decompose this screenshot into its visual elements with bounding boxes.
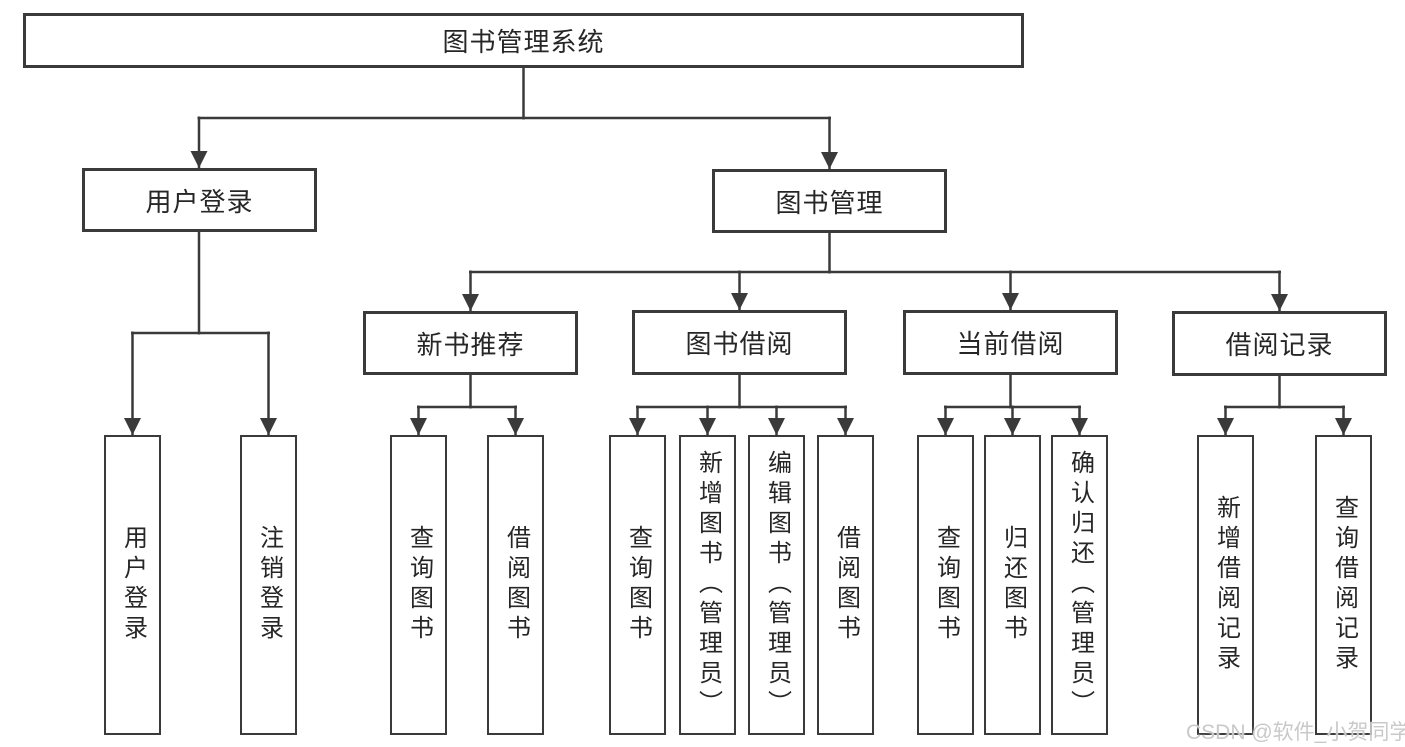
node-borrow-records-label: 借阅记录 — [1225, 330, 1334, 360]
leaf-logout-label: 注销登录 — [255, 525, 283, 645]
leaf-user-login-label: 用户登录 — [119, 525, 147, 645]
node-root-label: 图书管理系统 — [442, 27, 605, 57]
leaf-edit-book-admin-label: 编辑图书（管理员） — [763, 450, 791, 720]
leaf-add-borrow-record-label: 新增借阅记录 — [1212, 495, 1240, 675]
leaf-query-book-2-label: 查询图书 — [624, 525, 652, 645]
watermark: CSDN @软件_小贺同学 — [1186, 721, 1405, 744]
node-new-book-recommend-label: 新书推荐 — [416, 329, 525, 360]
node-current-borrow: 当前借阅 — [903, 310, 1118, 375]
leaf-edit-book-admin: 编辑图书（管理员） — [748, 435, 805, 735]
leaf-query-borrow-record-label: 查询借阅记录 — [1330, 495, 1358, 675]
leaf-borrow-book-1-label: 借阅图书 — [502, 525, 530, 645]
node-book-borrow: 图书借阅 — [632, 310, 847, 375]
leaf-query-book-1: 查询图书 — [390, 435, 447, 735]
node-new-book-recommend: 新书推荐 — [363, 311, 578, 375]
leaf-query-borrow-record: 查询借阅记录 — [1315, 435, 1372, 735]
leaf-add-book-admin: 新增图书（管理员） — [679, 435, 736, 735]
node-book-borrow-label: 图书借阅 — [685, 329, 794, 359]
leaf-query-book-3: 查询图书 — [917, 435, 974, 735]
leaf-borrow-book-2: 借阅图书 — [817, 435, 874, 735]
leaf-query-book-3-label: 查询图书 — [932, 525, 960, 645]
leaf-return-book: 归还图书 — [984, 435, 1041, 735]
leaf-borrow-book-2-label: 借阅图书 — [832, 525, 860, 645]
leaf-query-book-1-label: 查询图书 — [405, 525, 433, 645]
leaf-borrow-book-1: 借阅图书 — [487, 435, 544, 735]
node-user-login: 用户登录 — [82, 168, 317, 232]
leaf-return-book-label: 归还图书 — [999, 525, 1027, 645]
leaf-confirm-return-admin: 确认归还（管理员） — [1051, 435, 1108, 735]
leaf-query-book-2: 查询图书 — [609, 435, 666, 735]
leaf-confirm-return-admin-label: 确认归还（管理员） — [1066, 450, 1094, 720]
leaf-add-book-admin-label: 新增图书（管理员） — [694, 450, 722, 720]
node-root: 图书管理系统 — [23, 13, 1024, 68]
node-borrow-records: 借阅记录 — [1172, 311, 1387, 376]
leaf-logout: 注销登录 — [240, 435, 297, 735]
node-book-management-label: 图书管理 — [775, 187, 884, 218]
node-book-management: 图书管理 — [712, 169, 947, 233]
node-user-login-label: 用户登录 — [145, 186, 254, 217]
node-current-borrow-label: 当前借阅 — [956, 329, 1065, 359]
leaf-add-borrow-record: 新增借阅记录 — [1197, 435, 1254, 735]
leaf-user-login: 用户登录 — [104, 435, 161, 735]
